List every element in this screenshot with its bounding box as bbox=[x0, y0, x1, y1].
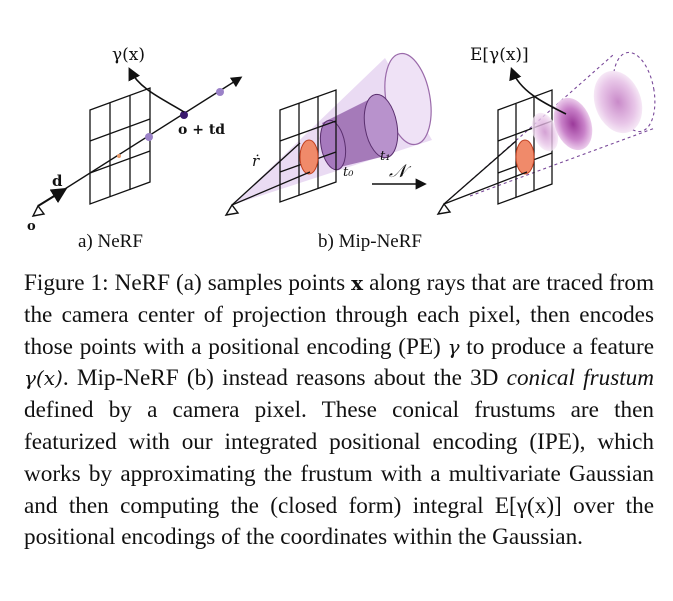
nerf-ray-equation: o + td bbox=[178, 122, 225, 138]
caption-emphasis: conical frustum bbox=[506, 365, 654, 392]
gaussian-symbol: 𝒩 bbox=[389, 161, 412, 182]
nerf-panel: γ(x) o + td d o a) NeRF bbox=[27, 45, 243, 252]
nerf-pixel-grid bbox=[89, 87, 151, 205]
gaussian-blob bbox=[553, 97, 593, 151]
nerf-output-arrow bbox=[128, 67, 185, 113]
t0-label: t₀ bbox=[343, 165, 354, 180]
gaussian-blob bbox=[531, 112, 559, 152]
nerf-output-label: γ(x) bbox=[112, 45, 145, 65]
nerf-sample-point bbox=[180, 111, 188, 119]
math-gamma-x: γ(x) bbox=[24, 366, 63, 391]
mipnerf-cone-panel: ṙ t₀ t₁ 𝒩 b) Mip-NeRF bbox=[224, 52, 432, 252]
nerf-panel-caption: a) NeRF bbox=[78, 231, 143, 252]
nerf-direction-arrow bbox=[37, 187, 68, 207]
mip-pixel-grid bbox=[279, 89, 337, 203]
nerf-direction-label: d bbox=[52, 172, 63, 190]
math-gamma: γ bbox=[447, 334, 460, 359]
pixel-footprint bbox=[515, 139, 535, 175]
radius-label: ṙ bbox=[252, 152, 260, 170]
gaussian-blob bbox=[593, 70, 643, 134]
nerf-sample-point bbox=[145, 133, 153, 141]
figure-illustration: γ(x) o + td d o a) NeRF ṙ t₀ t₁ 𝒩 b) Mip… bbox=[27, 45, 656, 252]
camera-icon bbox=[224, 203, 240, 216]
camera-icon bbox=[31, 204, 46, 217]
nerf-origin-label: o bbox=[27, 219, 36, 234]
mip-output-arrow bbox=[509, 66, 567, 115]
mipnerf-panel-caption: b) Mip-NeRF bbox=[318, 231, 422, 252]
figure-caption: Figure 1: NeRF (a) samples points x alon… bbox=[24, 270, 655, 551]
nerf-ray bbox=[37, 76, 243, 207]
nerf-sample-point bbox=[216, 88, 224, 96]
math-expectation: E[γ(x)] bbox=[494, 492, 562, 519]
caption-prefix: Figure 1: bbox=[24, 270, 109, 296]
pixel-footprint bbox=[299, 139, 319, 175]
t1-label: t₁ bbox=[380, 149, 390, 164]
camera-icon bbox=[436, 202, 452, 215]
mipnerf-gaussian-panel: E[γ(x)] bbox=[436, 45, 656, 215]
frustum-far-cap bbox=[363, 93, 399, 159]
mip-output-label: E[γ(x)] bbox=[470, 45, 529, 65]
math-x: x bbox=[351, 271, 364, 295]
frustum-near-cap bbox=[319, 119, 347, 171]
nerf-sample-point bbox=[117, 154, 121, 158]
